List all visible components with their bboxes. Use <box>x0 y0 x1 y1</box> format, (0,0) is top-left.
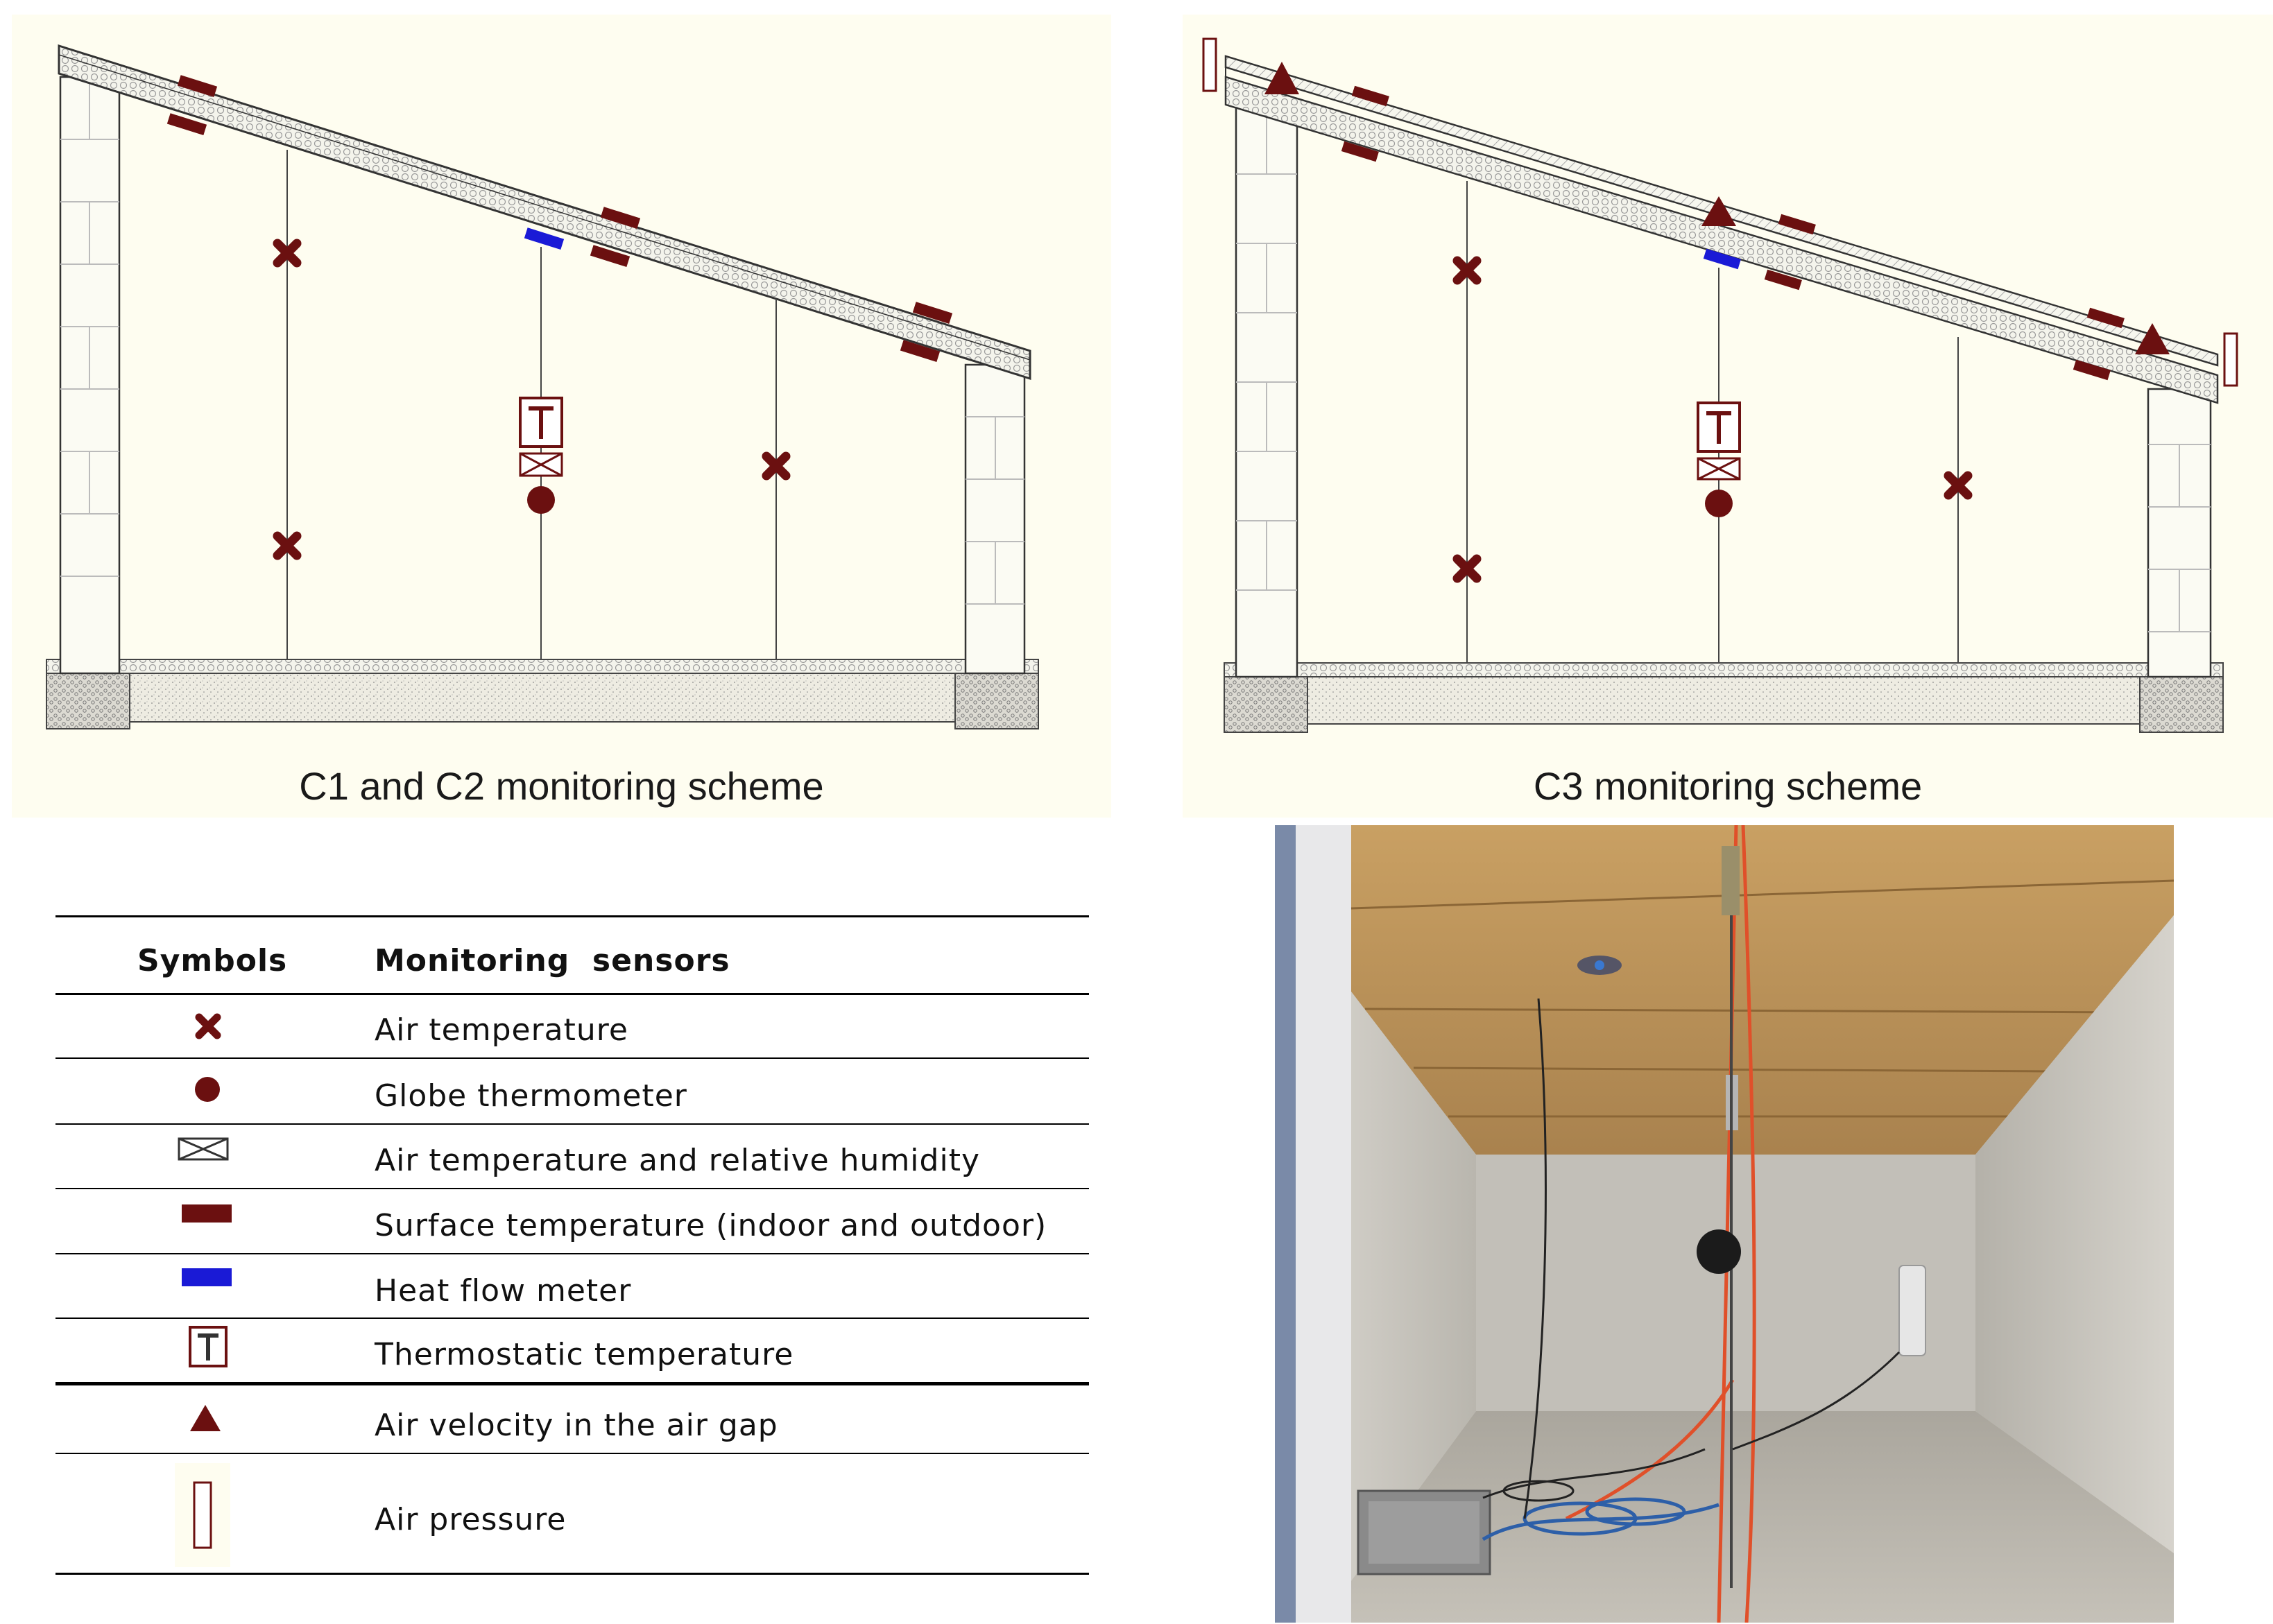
legend-bottom-rule <box>55 1573 1089 1575</box>
legend-row-label: Air temperature and relative humidity <box>375 1143 980 1178</box>
c1-c2-caption: C1 and C2 monitoring scheme <box>299 764 824 808</box>
legend-row-label: Heat flow meter <box>375 1273 632 1308</box>
test-cell-photo <box>1275 825 2174 1623</box>
legend-row-rule <box>55 1453 1089 1454</box>
legend-row-label: Globe thermometer <box>375 1078 687 1114</box>
legend-row-rule <box>55 1253 1089 1254</box>
c1-c2-scheme-panel: C1 and C2 monitoring scheme <box>12 15 1111 818</box>
legend-row-label: Air velocity in the air gap <box>375 1408 778 1443</box>
legend-row-rule <box>55 1057 1089 1059</box>
legend-row-rule <box>55 1318 1089 1319</box>
c1-c2-section-drawing <box>46 44 1039 729</box>
legend-header-sensors: Monitoring sensors <box>375 943 730 978</box>
legend-row-label: Surface temperature (indoor and outdoor) <box>375 1208 1047 1243</box>
legend-row-label: Thermostatic temperature <box>375 1337 794 1372</box>
legend-row-rule <box>55 1382 1089 1385</box>
legend-header-symbols: Symbols <box>137 943 288 978</box>
legend-top-rule <box>55 915 1089 917</box>
legend-row-rule <box>55 1123 1089 1125</box>
test-cell-interior-image <box>1275 825 2174 1623</box>
c3-section-drawing <box>1202 37 2238 733</box>
legend-table: Symbols Monitoring sensors Air temperatu… <box>55 915 1089 1581</box>
c3-scheme-panel: C3 monitoring scheme <box>1183 15 2273 818</box>
legend-row-label: Air pressure <box>375 1502 567 1537</box>
c3-caption: C3 monitoring scheme <box>1533 764 1923 808</box>
legend-header-rule <box>55 993 1089 995</box>
legend-row-label: Air temperature <box>375 1012 628 1048</box>
legend-row-rule <box>55 1188 1089 1189</box>
